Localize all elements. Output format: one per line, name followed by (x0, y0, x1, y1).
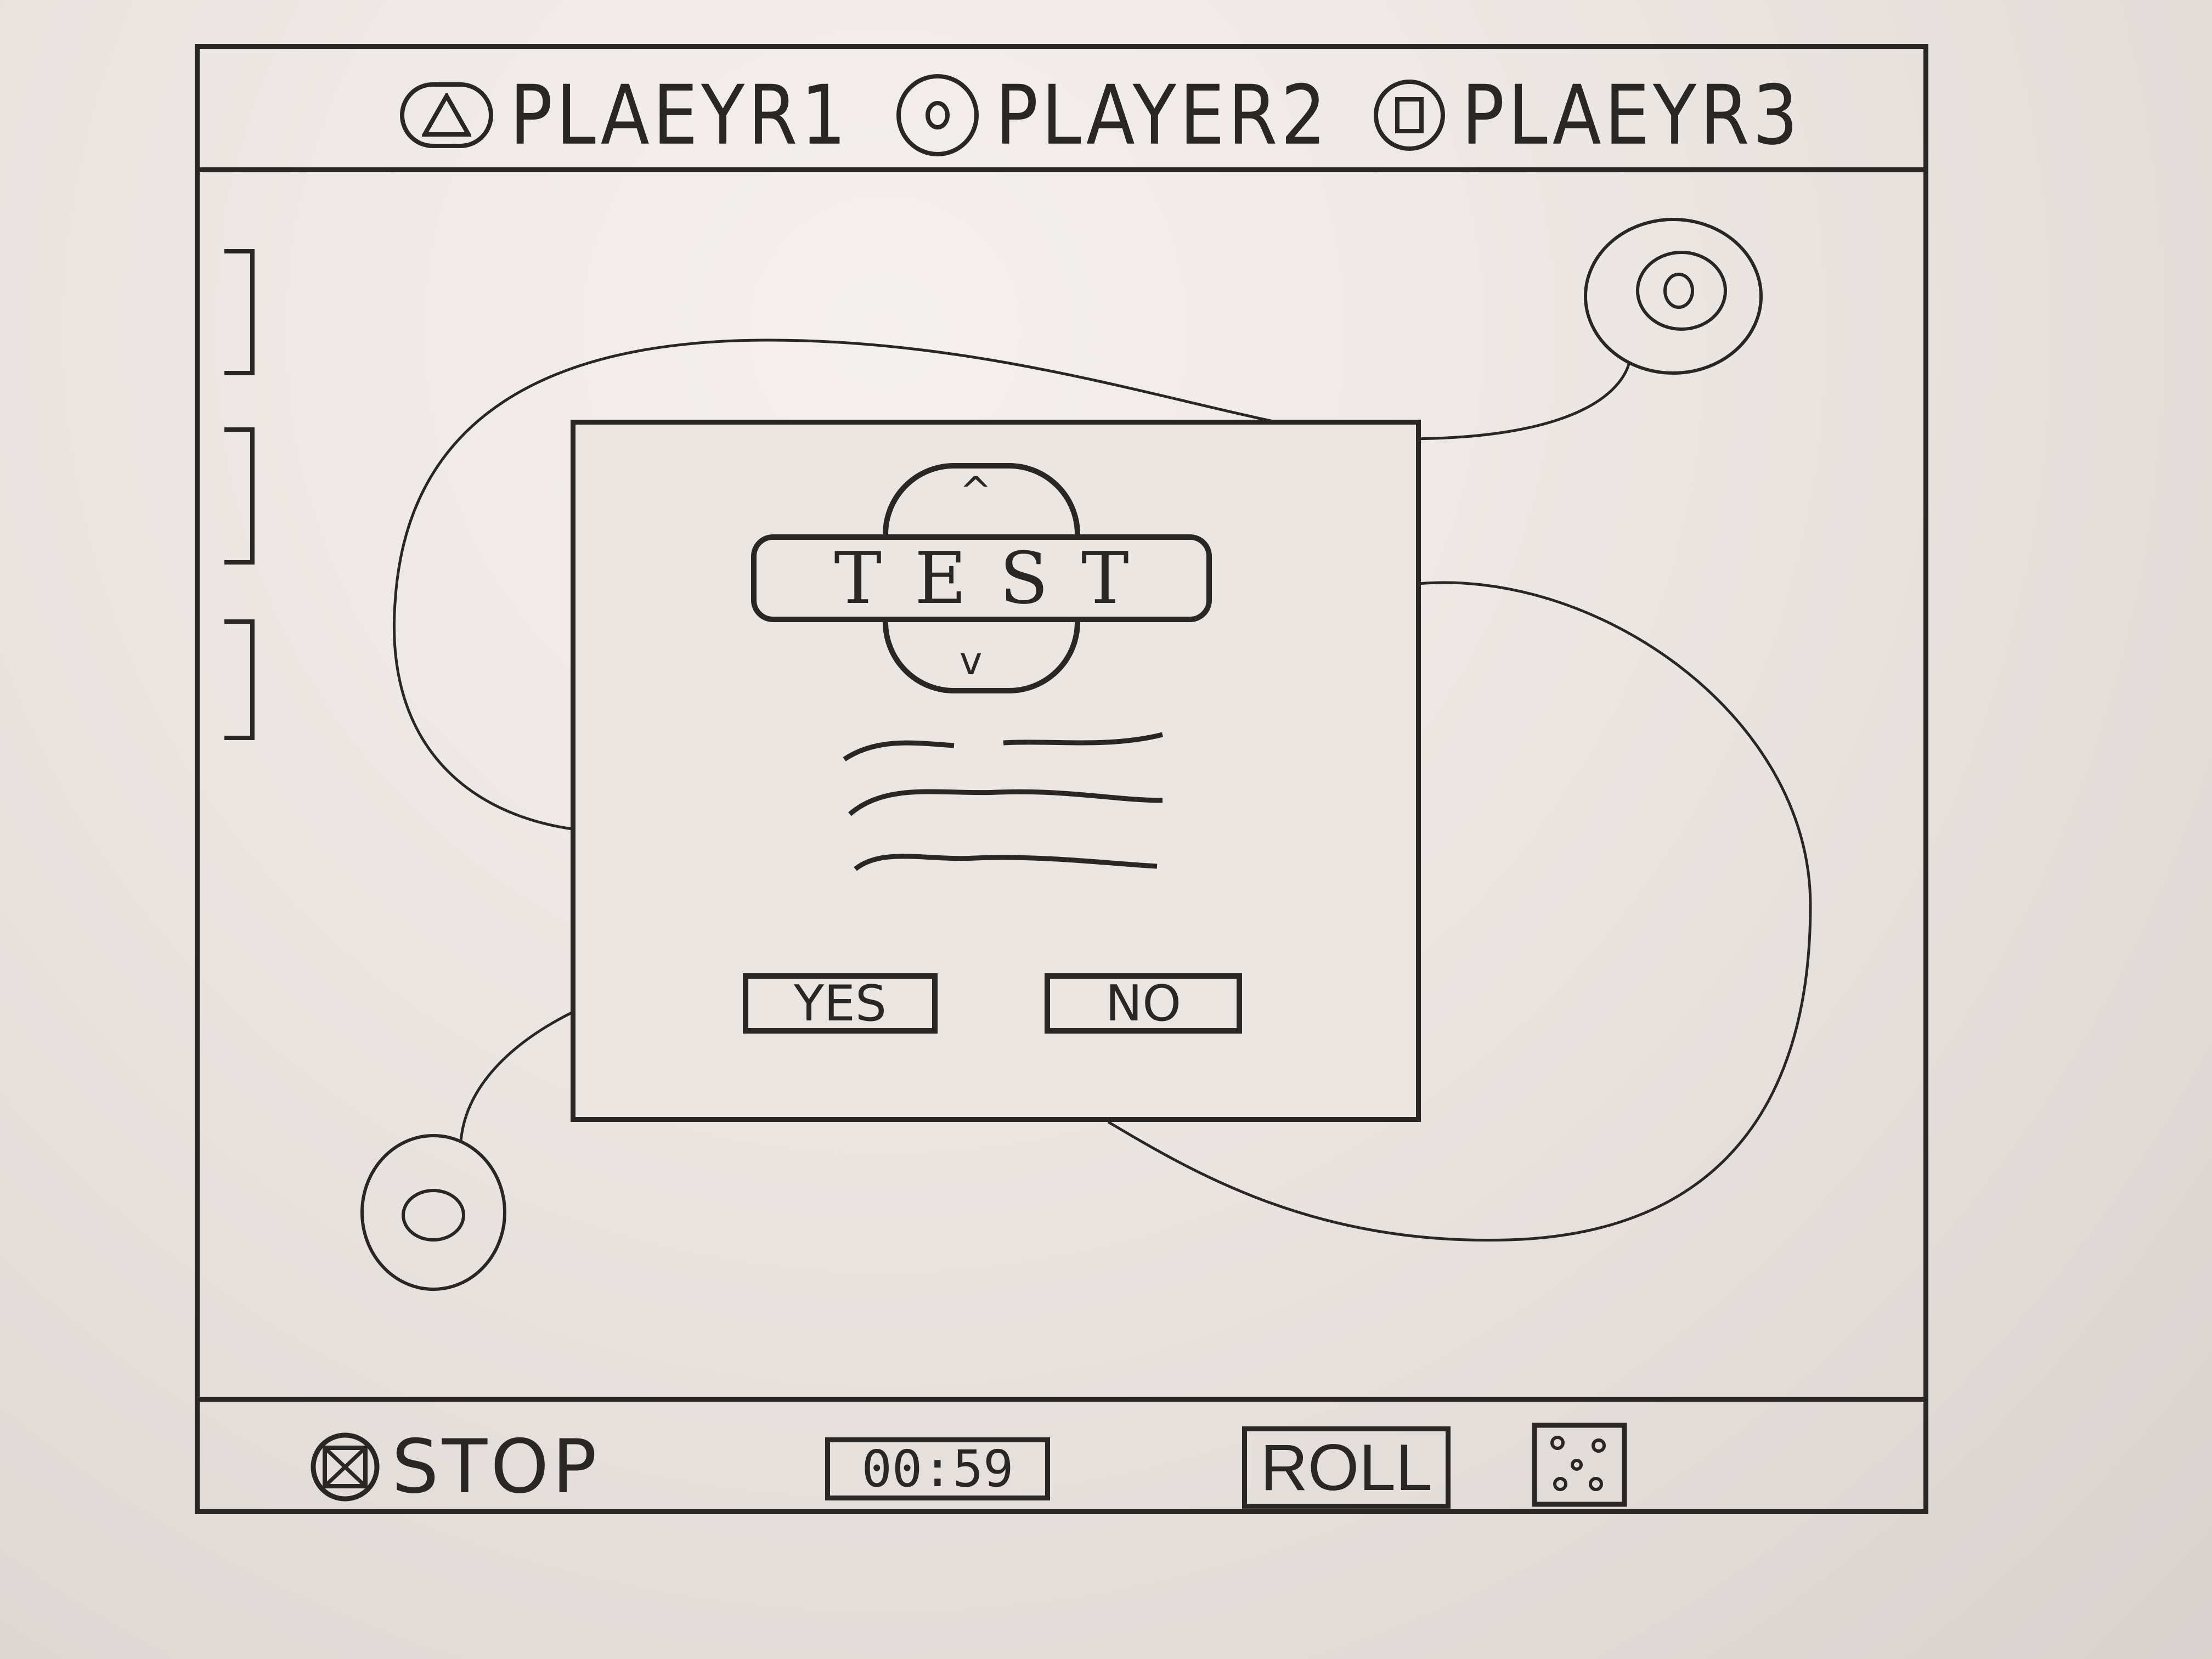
roll-button[interactable]: ROLL (1242, 1426, 1451, 1509)
triangle-icon (400, 82, 493, 148)
circle-icon (896, 74, 979, 156)
players-bar: PLAEYR1 PLAYER2 PLAEYR3 (200, 49, 1923, 172)
goal-spiral-top (1584, 218, 1763, 375)
player-3[interactable]: PLAEYR3 (1374, 67, 1801, 163)
player-2-name: PLAYER2 (995, 67, 1330, 163)
action-bar: STOP 00:59 ROLL (200, 1397, 1923, 1510)
yes-button[interactable]: YES (743, 973, 938, 1034)
no-button[interactable]: NO (1045, 973, 1242, 1034)
player-1-name: PLAEYR1 (510, 67, 850, 163)
player-3-name: PLAEYR3 (1462, 67, 1802, 163)
chevron-up-icon[interactable]: ^ (960, 469, 992, 514)
stop-label: STOP (392, 1424, 600, 1510)
chevron-down-icon[interactable]: v (960, 639, 983, 684)
player-2[interactable]: PLAYER2 (896, 67, 1329, 163)
dialog-body-placeholder (843, 732, 1164, 871)
dialog-title-plate: TEST (751, 534, 1212, 622)
dice-icon[interactable] (1530, 1421, 1629, 1509)
side-tab-2[interactable] (224, 427, 255, 565)
game-window: PLAEYR1 PLAYER2 PLAEYR3 STOP 0 (195, 44, 1928, 1514)
side-tab-1[interactable] (224, 249, 255, 375)
start-spiral-bottom (360, 1134, 506, 1291)
stop-button[interactable]: STOP (309, 1424, 600, 1510)
event-dialog: TEST ^ v YES NO (571, 420, 1421, 1122)
side-tab-3[interactable] (224, 619, 255, 740)
dialog-title: TEST (834, 537, 1162, 620)
square-icon (1374, 80, 1445, 151)
turn-timer: 00:59 (825, 1437, 1050, 1500)
stop-icon (311, 1432, 380, 1501)
player-1[interactable]: PLAEYR1 (400, 67, 849, 163)
